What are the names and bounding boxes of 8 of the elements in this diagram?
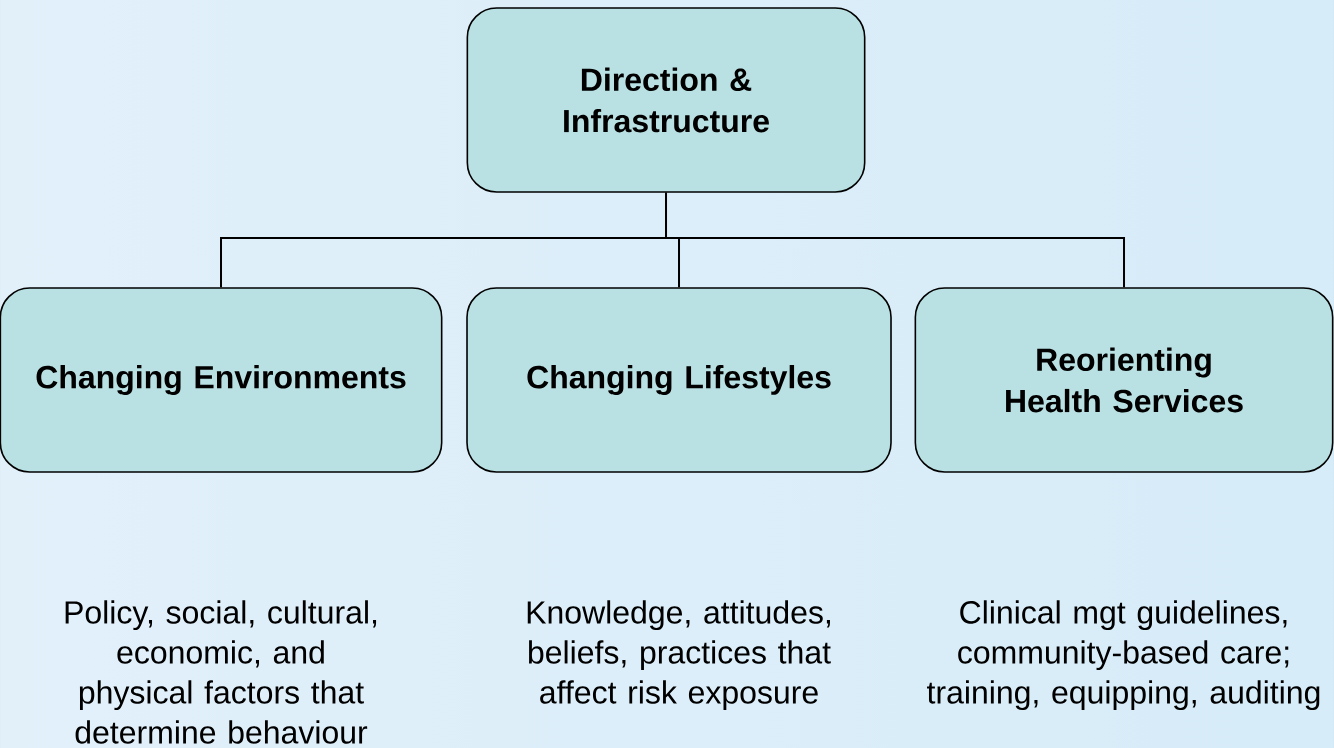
rounded-box: Changing Environments (0, 287, 443, 473)
description-text: Clinical mgt guidelines, community-based care; training, equipping, auditing (927, 600, 1320, 711)
rounded-box: Reorienting Health Services (914, 287, 1334, 473)
description-text: Policy, social, cultural, economic, and physical factors that determine behaviour (65, 600, 377, 744)
connector-line (665, 191, 1125, 289)
rounded-box: Direction & Infrastructure (466, 7, 866, 193)
rounded-box: Changing Lifestyles (466, 287, 892, 473)
description-text: Knowledge, attitudes, beliefs, practices that affect risk exposure (527, 600, 831, 711)
